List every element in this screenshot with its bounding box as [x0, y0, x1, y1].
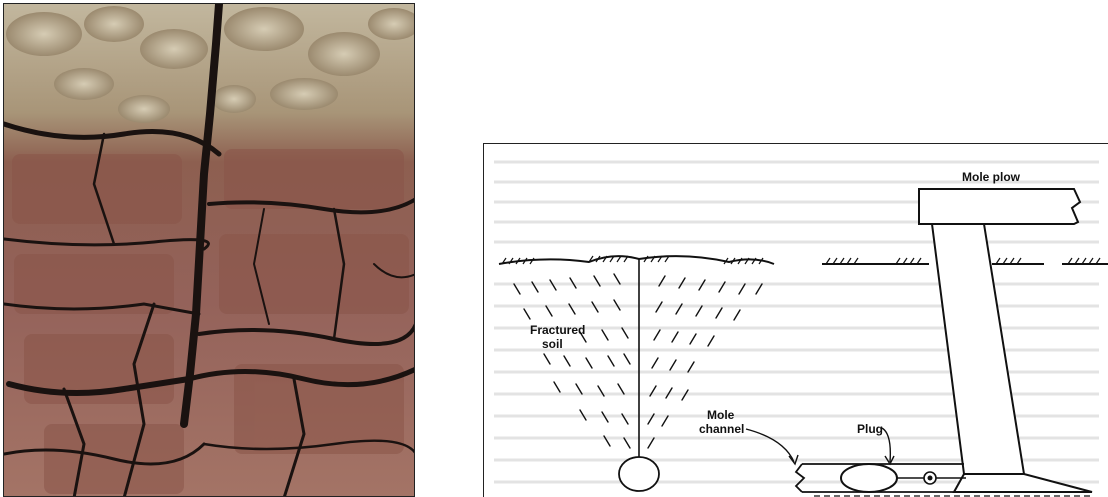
ground-surface-left: [499, 256, 774, 264]
plug-label: Plug: [857, 422, 883, 436]
mole-plow-label: Mole plow: [962, 170, 1021, 184]
mole-plow-diagram: Fractured soil Mole channel Mole plow: [483, 143, 1108, 497]
mole-drain-illustration: Fractured soil Mole channel Mole plow: [484, 144, 1108, 497]
mole-channel-label-2: channel: [699, 422, 744, 436]
mole-channel-label-1: Mole: [707, 408, 735, 422]
mole-channel-circle: [619, 457, 659, 491]
cracked-soil-photo: [3, 3, 415, 497]
mole-plow-beam: [919, 189, 1080, 224]
fractured-soil-label-2: soil: [542, 337, 563, 351]
plug-swivel-center: [928, 476, 933, 481]
fractured-soil-label-1: Fractured: [530, 323, 585, 337]
soil-profile-image: [4, 4, 415, 497]
plug-ellipse: [841, 464, 897, 492]
mole-channel-leader: [746, 429, 794, 462]
